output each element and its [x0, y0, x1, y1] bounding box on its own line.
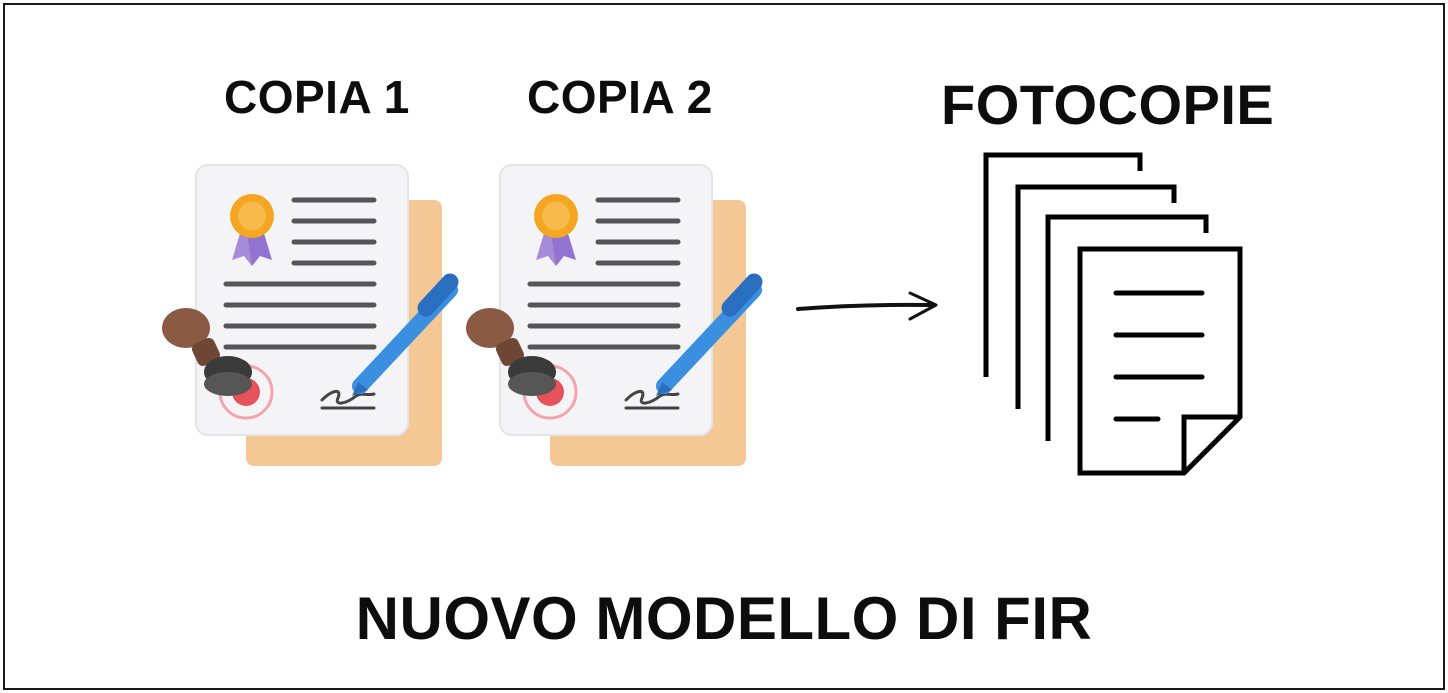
award-ribbon-icon — [534, 194, 578, 266]
certificate-document-icon — [466, 164, 763, 466]
copy-sheet-front — [1077, 246, 1243, 476]
copy-1-label: COPIA 1 — [224, 71, 410, 123]
signature — [624, 390, 680, 410]
award-ribbon-icon — [230, 194, 274, 266]
pen-icon — [656, 273, 763, 396]
copy-2-label: COPIA 2 — [527, 71, 713, 123]
rubber-stamp-icon — [466, 308, 556, 396]
photocopies-label: FOTOCOPIE — [941, 73, 1275, 136]
pen-icon — [352, 273, 459, 396]
diagram-title: NUOVO MODELLO DI FIR — [355, 585, 1093, 652]
signature — [320, 390, 376, 410]
arrow-right-icon — [796, 291, 938, 321]
copy-sheet-back-3 — [1045, 214, 1209, 441]
copy-sheet-back-1 — [983, 152, 1143, 377]
text-lines — [223, 197, 377, 350]
copy-sheet-back-2 — [1015, 184, 1177, 409]
rubber-stamp-icon — [162, 308, 252, 396]
text-lines — [527, 197, 681, 350]
certificate-document-icon — [162, 164, 459, 466]
folded-corner — [1181, 414, 1240, 473]
stacked-documents-icon — [983, 152, 1243, 476]
